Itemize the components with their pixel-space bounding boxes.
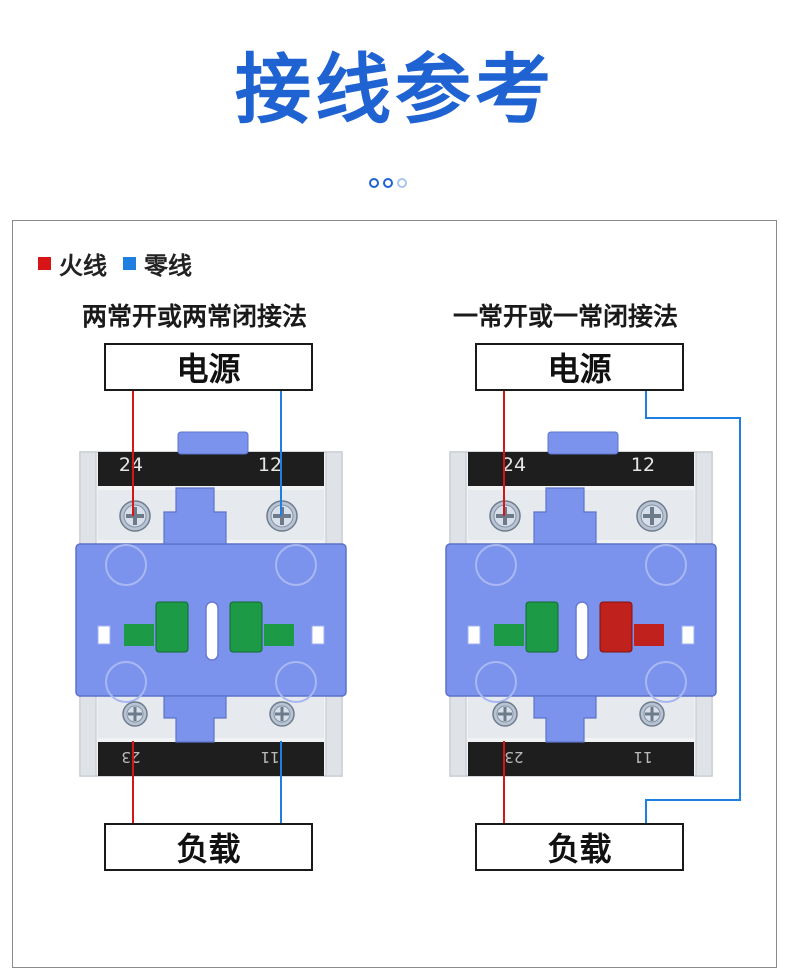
left-contact-1 [124, 601, 189, 653]
right-terminal-24: 24 [502, 454, 526, 476]
left-contact-2 [229, 601, 294, 653]
right-contact-1 [494, 601, 559, 653]
legend-live-wire: 火线 [59, 252, 107, 280]
right-terminal-23: 23 [504, 748, 523, 766]
left-terminal-11: 11 [260, 748, 279, 766]
right-subtitle: 一常开或一常闭接法 [453, 302, 679, 331]
legend-neutral-wire: 零线 [144, 252, 192, 280]
dot-active[interactable] [369, 178, 379, 188]
left-terminal-24: 24 [119, 454, 143, 476]
legend: 火线 零线 [38, 246, 208, 281]
dot[interactable] [397, 178, 407, 188]
right-terminal-12: 12 [631, 454, 655, 476]
right-power-box: 电源 [475, 343, 684, 391]
left-terminal-12: 12 [258, 454, 282, 476]
left-module: 24 12 23 11 [75, 431, 347, 777]
neutral-wire-swatch [123, 257, 136, 270]
dot[interactable] [383, 178, 393, 188]
live-wire-swatch [38, 257, 51, 270]
right-module: 24 12 23 11 [445, 431, 717, 777]
pagination-dots [369, 178, 407, 188]
left-power-box: 电源 [104, 343, 313, 391]
right-load-box: 负载 [475, 823, 684, 871]
right-contact-2 [599, 601, 664, 653]
left-load-box: 负载 [104, 823, 313, 871]
left-subtitle: 两常开或两常闭接法 [82, 302, 308, 331]
right-neutral-wire [645, 390, 741, 823]
page-title: 接线参考 [235, 45, 555, 134]
left-terminal-23: 23 [121, 748, 140, 766]
right-terminal-11: 11 [633, 748, 652, 766]
